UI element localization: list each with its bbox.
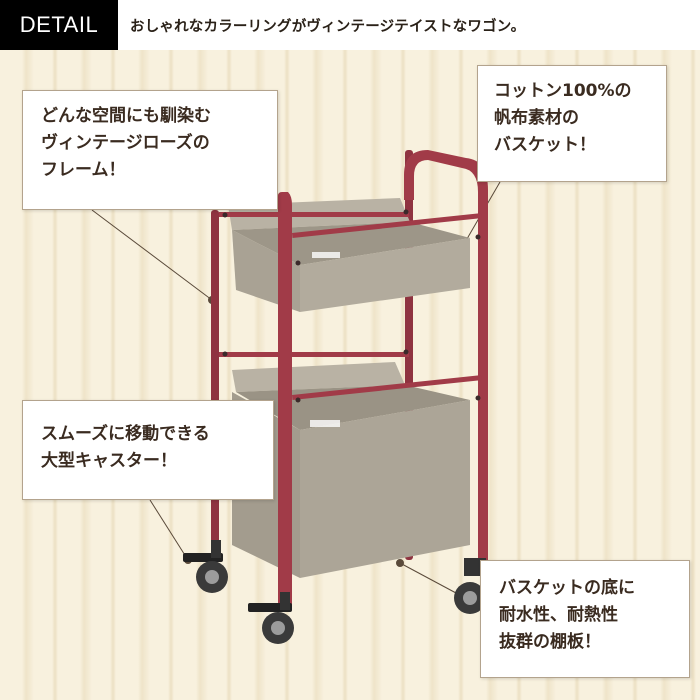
callout-caster-line-2: 大型キャスター！ — [41, 451, 177, 471]
callout-caster-line-1: スムーズに移動できる — [41, 424, 210, 444]
callout-basket-line-2: 帆布素材の — [494, 108, 579, 128]
header-caption: おしゃれなカラーリングがヴィンテージテイストなワゴン。 — [130, 18, 526, 35]
callout-caster: スムーズに移動できる 大型キャスター！ — [22, 400, 274, 500]
caster-wheel-icon — [183, 540, 486, 644]
callout-shelf-line-1: バスケットの底に — [499, 578, 635, 598]
callout-frame-line-2: ヴィンテージローズの — [41, 133, 210, 153]
callout-frame-line-3: フレーム！ — [41, 160, 126, 180]
callout-shelf-line-2: 耐水性、耐熱性 — [499, 605, 618, 625]
callout-frame-line-1: どんな空間にも馴染む — [41, 106, 211, 126]
detail-badge: DETAIL — [0, 0, 118, 50]
callout-shelf: バスケットの底に 耐水性、耐熱性 抜群の棚板！ — [480, 560, 690, 678]
callout-basket: コットン100%の 帆布素材の バスケット！ — [477, 65, 667, 182]
callout-basket-line-3: バスケット！ — [494, 135, 596, 155]
callout-frame: どんな空間にも馴染む ヴィンテージローズの フレーム！ — [22, 90, 278, 210]
callout-basket-line-1: コットン100%の — [494, 81, 632, 101]
callout-shelf-line-3: 抜群の棚板！ — [499, 632, 601, 652]
